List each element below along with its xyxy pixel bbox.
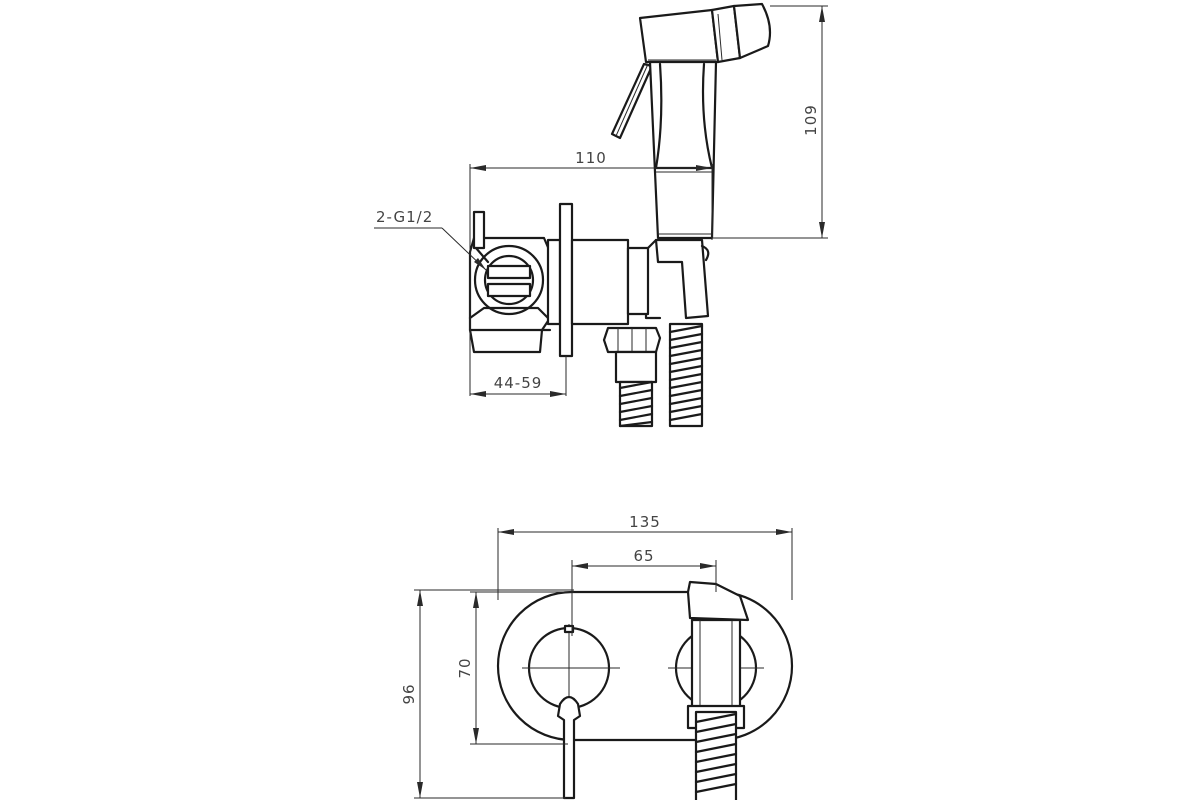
hand-shower-handle [648,60,718,240]
trigger-lever [610,62,654,140]
dim-label-44-59: 44-59 [494,374,543,392]
dimension-135: 135 [497,513,793,600]
valve-body [468,210,552,354]
hand-shower-head [638,2,772,64]
dim-label-connection: 2-G1/2 [376,208,433,226]
dimension-110: 110 [469,149,713,396]
dimension-109: 109 [712,5,828,239]
dim-label-109: 109 [802,104,820,136]
hose-front [694,710,738,800]
dim-label-65: 65 [633,547,654,565]
hose-right [668,322,704,428]
dim-label-70: 70 [456,657,474,678]
hose-left [618,380,654,428]
front-view: 135 65 96 70 [400,513,794,800]
dim-label-110: 110 [575,149,607,167]
mixer-handle [522,624,620,800]
dim-label-96: 96 [400,683,418,704]
hose-connector [602,326,662,384]
dimension-70: 70 [456,591,574,745]
wall-plate [546,202,650,358]
side-view: 110 109 2-G1/2 44-59 [374,2,828,428]
dimension-96: 96 [400,589,574,799]
dimension-65: 65 [571,547,717,636]
dim-label-135: 135 [629,513,661,531]
callout-2-g1-2: 2-G1/2 [374,208,487,271]
dimension-44-59: 44-59 [470,356,567,397]
holder-hook [644,238,710,320]
